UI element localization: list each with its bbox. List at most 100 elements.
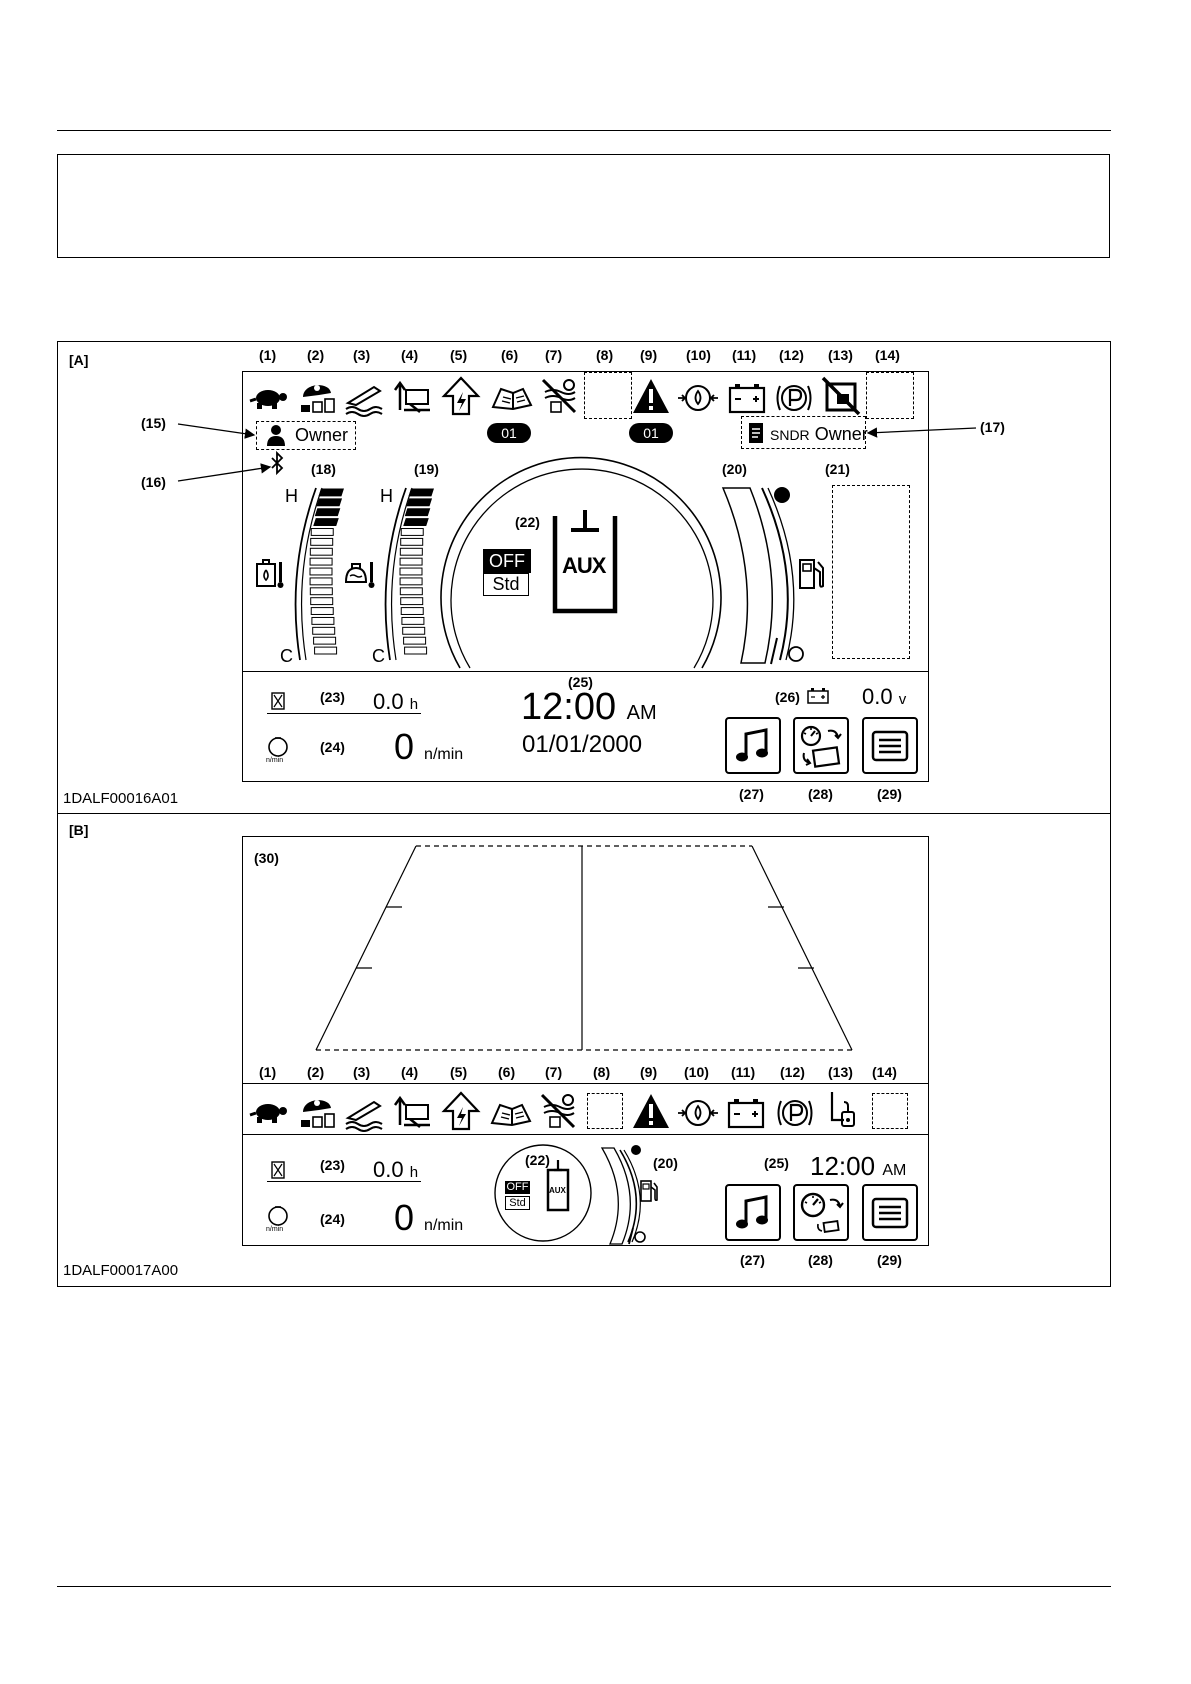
gauge-segment — [316, 498, 343, 507]
callout-b-20: (20) — [653, 1155, 678, 1171]
battery-charge-icon-b — [726, 1093, 766, 1133]
callout-a-25: (25) — [568, 674, 593, 690]
rpm-value-b: 0 — [394, 1197, 415, 1238]
callout-a-1: (1) — [259, 347, 277, 363]
gauge-segment — [309, 567, 333, 576]
menu-icon-b — [871, 1197, 909, 1228]
manual-icon — [491, 378, 533, 418]
parking-brake-icon — [774, 378, 814, 418]
gauge-segment — [309, 577, 333, 586]
hour-meter-value: 0.0 h — [373, 689, 418, 715]
float-icon — [344, 377, 384, 417]
callout-a-13: (13) — [828, 347, 853, 363]
callout-a-21: (21) — [825, 461, 850, 477]
mode-off-indicator-b: OFF — [505, 1181, 530, 1194]
turtle-icon — [248, 378, 288, 418]
figure-b-code: 1DALF00017A00 — [63, 1262, 179, 1279]
time-ampm: AM — [626, 702, 657, 724]
slot-8-empty-b — [587, 1093, 623, 1129]
clock-date: 01/01/2000 — [522, 731, 643, 758]
battery-voltage-icon — [806, 686, 830, 706]
callout-a-27: (27) — [739, 786, 764, 802]
gauge-segment — [400, 528, 424, 536]
turtle-icon-b — [248, 1092, 288, 1132]
callout-b-24: (24) — [320, 1211, 345, 1227]
hour-value-b: 0.0 — [373, 1157, 404, 1182]
callout-b-12: (12) — [780, 1064, 805, 1080]
callout-a-14: (14) — [875, 347, 900, 363]
hour-meter-icon — [268, 690, 288, 712]
engine-oil-pressure-icon — [678, 378, 718, 418]
callout-b-11: (11) — [731, 1064, 756, 1080]
coolant-temperature-icon — [252, 556, 288, 592]
warning-icon-b — [631, 1091, 671, 1131]
hydraulic-cold-label: C — [372, 646, 385, 666]
coolant-hot-label: H — [285, 486, 298, 506]
gauge-segment — [310, 537, 334, 546]
gauge-segment — [310, 597, 334, 606]
hydraulic-hot-label: H — [380, 486, 393, 506]
gauge-segment — [400, 537, 424, 546]
callout-b-1: (1) — [259, 1064, 277, 1080]
engine-rpm-value-b: 0 n/min — [394, 1197, 463, 1239]
callout-a-9: (9) — [640, 347, 658, 363]
menu-button[interactable] — [862, 717, 918, 774]
engine-oil-pressure-icon-b — [678, 1093, 718, 1133]
badge-left: 01 — [487, 423, 531, 443]
callout-b-27: (27) — [740, 1252, 765, 1268]
callout-b-5: (5) — [450, 1064, 468, 1080]
figure-divider — [57, 813, 1111, 814]
hydraulic-oil-temperature-icon — [342, 556, 378, 592]
gauge-segment — [404, 508, 431, 517]
time-value-b: 12:00 — [810, 1151, 876, 1181]
slot-8-empty — [584, 372, 632, 419]
footer-rule — [57, 1586, 1111, 1587]
gauge-segment — [311, 616, 335, 625]
meter-settings-button-b[interactable] — [793, 1184, 849, 1241]
menu-button-b[interactable] — [862, 1184, 918, 1241]
sndr-label: SNDR Owner — [770, 424, 868, 445]
meter-settings-button[interactable] — [793, 717, 849, 774]
seat-belt-icon-b — [822, 1090, 862, 1130]
callout-a-8: (8) — [596, 347, 614, 363]
gauge-arc — [384, 487, 407, 661]
aux-label-b: AUX — [549, 1186, 566, 1195]
rpm-icon-label: n/min — [266, 757, 284, 764]
music-icon-b — [736, 1194, 768, 1228]
battery-voltage: 0.0 v — [862, 684, 906, 710]
music-button-b[interactable] — [725, 1184, 781, 1241]
callout-b-29: (29) — [877, 1252, 902, 1268]
sndr-prefix: SNDR — [770, 427, 810, 443]
note-box — [57, 154, 1110, 258]
figure-frame — [57, 341, 1111, 1287]
gauge-segment — [310, 607, 334, 615]
gauge-segment — [408, 488, 434, 497]
menu-icon — [871, 730, 909, 761]
meter-settings-icon-b — [800, 1192, 844, 1233]
slot-14-empty — [866, 372, 914, 419]
figure-b-label: [B] — [69, 822, 89, 838]
screen-a-divider — [242, 671, 929, 672]
gauge-segment — [312, 626, 336, 635]
music-button[interactable] — [725, 717, 781, 774]
gauge-segment — [403, 636, 427, 645]
callout-b-8: (8) — [593, 1064, 611, 1080]
gauge-segment — [402, 626, 426, 635]
callout-b-25: (25) — [764, 1155, 789, 1171]
gauge-segment — [309, 587, 333, 596]
gauge-segment — [314, 646, 338, 655]
time-value: 12:00 — [521, 686, 617, 728]
clock-time: 12:00 AM — [521, 686, 657, 729]
music-icon — [736, 727, 768, 761]
dpf-regeneration-inhibit-icon-b — [538, 1091, 578, 1131]
hour-value: 0.0 — [373, 689, 404, 714]
callout-a-2: (2) — [307, 347, 325, 363]
rpm-unit-b: n/min — [424, 1217, 464, 1234]
mode-std-indicator-b: Std — [505, 1196, 530, 1210]
figure-a-label: [A] — [69, 352, 89, 368]
rpm-value: 0 — [394, 726, 415, 767]
gauge-segment — [400, 607, 424, 615]
badge-right: 01 — [629, 423, 673, 443]
callout-b-22: (22) — [525, 1152, 550, 1168]
